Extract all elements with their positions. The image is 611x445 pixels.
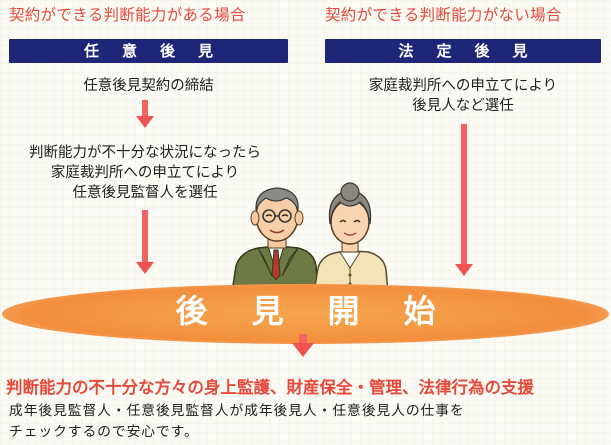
right-step-line2: 後見人など選任 bbox=[412, 98, 514, 114]
support-heading: 判断能力の不十分な方々の身上監護、財産保全・管理、法律行為の支援 bbox=[6, 378, 534, 397]
support-description-line1: 成年後見監督人・任意後見監督人が成年後見人・任意後見人の仕事を bbox=[9, 403, 465, 419]
right-step-line1: 家庭裁判所への申立てにより bbox=[368, 78, 558, 94]
elderly-couple-illustration bbox=[231, 182, 388, 292]
left-step2-line2: 家庭裁判所への申立てにより bbox=[50, 165, 240, 181]
left-heading: 契約ができる判断能力がある場合 bbox=[9, 6, 246, 24]
right-heading: 契約ができる判断能力がない場合 bbox=[325, 6, 562, 24]
arrow-down-icon bbox=[136, 116, 154, 128]
support-description: 成年後見監督人・任意後見監督人が成年後見人・任意後見人の仕事を チェックするので… bbox=[9, 401, 609, 443]
statutory-guardianship-label: 法定後見 bbox=[325, 39, 601, 63]
guardianship-start-title: 後見開始 bbox=[175, 292, 480, 330]
left-step2-line1: 判断能力が不十分な状況になったら bbox=[29, 145, 261, 161]
arrow-shaft bbox=[142, 210, 148, 262]
voluntary-contract-step: 任意後見契約の締結 bbox=[83, 78, 214, 94]
arrow-down-icon bbox=[292, 343, 314, 357]
arrow-down-icon bbox=[455, 264, 473, 276]
arrow-down-icon bbox=[136, 262, 154, 274]
arrow-shaft bbox=[461, 124, 467, 264]
support-description-line2: チェックするので安心です。 bbox=[9, 424, 199, 440]
arrow-shaft bbox=[299, 334, 307, 344]
left-step2-line3: 任意後見監督人を選任 bbox=[72, 185, 218, 201]
arrow-shaft bbox=[142, 100, 148, 116]
voluntary-guardianship-label: 任意後見 bbox=[9, 39, 288, 63]
